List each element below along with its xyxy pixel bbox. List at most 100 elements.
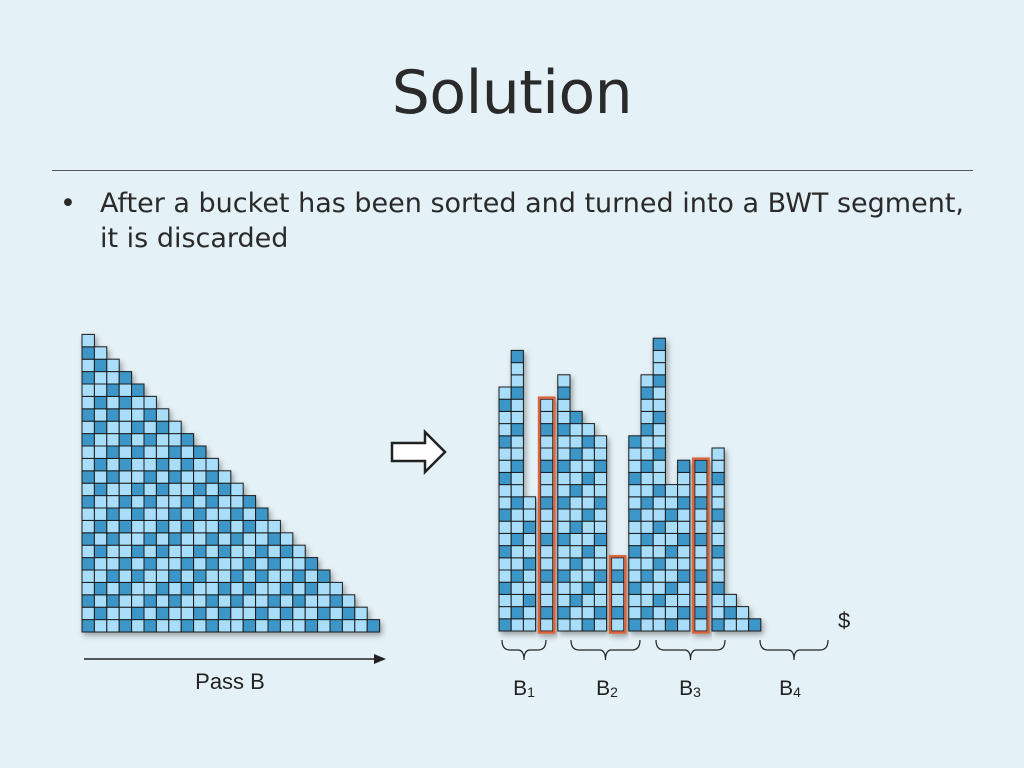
matrix-cell (581, 459, 595, 473)
matrix-cell (694, 569, 708, 583)
matrix-cell (652, 569, 666, 583)
matrix-cell (677, 618, 691, 632)
matrix-cell (155, 482, 170, 497)
end-marker: $ (838, 608, 850, 633)
matrix-cell (628, 447, 642, 461)
matrix-cell (143, 433, 157, 447)
matrix-cell (569, 520, 583, 534)
matrix-cell (317, 619, 331, 633)
matrix-cell (131, 445, 145, 459)
matrix-cell (711, 569, 725, 583)
matrix-cell (522, 618, 537, 632)
matrix-cell (611, 557, 625, 571)
matrix-cell (193, 482, 207, 497)
matrix-cell (677, 593, 691, 608)
matrix-cell (193, 519, 207, 534)
matrix-cell (81, 532, 95, 546)
matrix-cell (155, 507, 170, 521)
matrix-cell (168, 557, 182, 571)
matrix-cell (652, 581, 666, 595)
matrix-cell (677, 520, 691, 534)
matrix-cell (628, 484, 642, 498)
matrix-cell (279, 606, 294, 621)
matrix-cell (593, 557, 608, 571)
matrix-cell (106, 532, 120, 546)
matrix-cell (557, 410, 571, 425)
matrix-cell (81, 519, 95, 534)
matrix-cell (664, 508, 679, 522)
matrix-cell (168, 457, 182, 472)
matrix-cell (143, 408, 157, 422)
matrix-cell (180, 569, 195, 583)
matrix-cell (652, 374, 666, 388)
matrix-cell (711, 532, 725, 547)
matrix-cell (180, 445, 195, 459)
matrix-cell (557, 423, 571, 437)
matrix-cell (711, 447, 725, 461)
matrix-cell (205, 495, 219, 509)
matrix-cell (93, 445, 108, 459)
matrix-cell (118, 395, 133, 410)
matrix-cell (304, 581, 319, 596)
matrix-cell (652, 459, 666, 473)
matrix-cell (510, 362, 524, 376)
matrix-cell (292, 594, 306, 608)
matrix-cell (304, 569, 319, 583)
matrix-cell (168, 594, 182, 608)
matrix-cell (354, 606, 368, 621)
matrix-cell (640, 459, 654, 473)
matrix-cell (735, 606, 750, 620)
matrix-cell (664, 557, 679, 571)
matrix-cell (255, 507, 269, 521)
matrix-cell (81, 420, 95, 435)
matrix-cell (522, 545, 537, 559)
matrix-cell (664, 484, 679, 498)
matrix-cell (168, 495, 182, 509)
matrix-cell (498, 508, 512, 522)
matrix-cell (640, 581, 654, 595)
matrix-cell (193, 532, 207, 546)
matrix-cell (193, 470, 207, 484)
matrix-cell (193, 507, 207, 521)
matrix-cell (581, 569, 595, 583)
matrix-cell (677, 508, 691, 522)
matrix-cell (329, 581, 343, 596)
matrix-cell (267, 532, 281, 546)
matrix-cell (81, 445, 95, 459)
matrix-cell (510, 447, 524, 461)
matrix-cell (569, 447, 583, 461)
matrix-cell (242, 532, 257, 546)
matrix-cell (267, 581, 281, 596)
matrix-cell (569, 410, 583, 425)
matrix-cell (694, 496, 708, 510)
matrix-cell (118, 557, 133, 571)
matrix-cell (510, 471, 524, 486)
matrix-cell (180, 507, 195, 521)
matrix-cell (664, 593, 679, 608)
matrix-cell (106, 495, 120, 509)
matrix-cell (522, 508, 537, 522)
matrix-cell (93, 482, 108, 497)
bwt-segment (608, 555, 627, 634)
matrix-cell (498, 532, 512, 547)
matrix-cell (106, 371, 120, 385)
matrix-cell (242, 594, 257, 608)
matrix-cell (677, 471, 691, 486)
matrix-cell (522, 606, 537, 620)
matrix-cell (131, 519, 145, 534)
matrix-cell (593, 496, 608, 510)
matrix-cell (279, 619, 294, 633)
matrix-cell (640, 398, 654, 412)
matrix-cell (628, 496, 642, 510)
matrix-cell (118, 519, 133, 534)
matrix-cell (498, 398, 512, 412)
matrix-cell (118, 532, 133, 546)
matrix-cell (510, 398, 524, 412)
matrix-cell (205, 619, 219, 633)
matrix-cell (93, 470, 108, 484)
matrix-cell (569, 606, 583, 620)
matrix-cell (205, 544, 219, 559)
segment-outline (608, 555, 627, 634)
matrix-cell (168, 420, 182, 435)
